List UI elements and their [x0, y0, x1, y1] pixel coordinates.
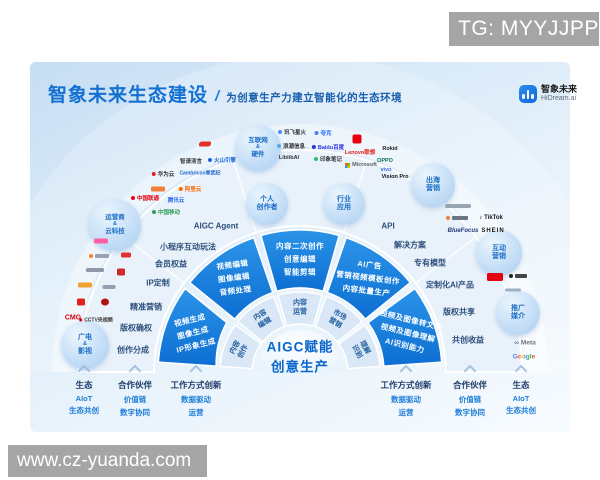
inner-label-operation: 内容运营: [293, 299, 307, 315]
logo-culture-mark-icon: [446, 216, 468, 220]
ring-label-api: API: [381, 221, 395, 231]
blue-wedges: [157, 229, 443, 367]
logo-cmg: CMG: [64, 314, 82, 322]
logo-vision-pro: Vision Pro: [381, 174, 409, 180]
ring-label-copyright-confirm: 版权确权: [120, 323, 152, 333]
logo-rokid: Rokid: [382, 146, 398, 152]
logo-inspur: 浪潮信息: [276, 142, 305, 150]
bubble-promotion-media: 推广媒介: [496, 291, 540, 335]
logo-orange-chip-icon: [151, 186, 165, 192]
bubble-interactive-marketing: 互动营销: [476, 230, 522, 276]
logo-gray-group-icon: [445, 204, 471, 208]
logo-bluefocus: BlueFocus: [447, 228, 479, 234]
logo-baidu: Baidu百度: [311, 143, 344, 151]
bubble-overseas-marketing: 出海营销: [411, 163, 455, 207]
logo-cctv: CCTV央视频: [79, 317, 113, 324]
logo-red-box-icon: [487, 273, 503, 281]
wedge-operation: [259, 229, 341, 293]
logo-dark-c-icon: [509, 274, 527, 278]
wedge-recognition: [366, 287, 443, 367]
logo-vivo: vivo: [380, 167, 392, 173]
logo-media-mark-icon: [89, 254, 109, 258]
wedge-generation: [157, 287, 228, 367]
logo-tiny-gray-icon: [505, 288, 521, 292]
ring-label-solutions: 解决方案: [394, 240, 426, 250]
bubble-personal-creator: 个人创作者: [246, 183, 288, 225]
ring-label-miniprogram: 小程序互动玩法: [160, 242, 216, 252]
logo-tiktok: ♪TikTok: [479, 215, 503, 221]
bottom-group-workstyle-left: 工作方式创新 数据驱动 运营: [170, 380, 222, 417]
brand-lockup: 智象未来 HiDream.ai: [519, 84, 578, 103]
inner-wedges: [219, 291, 381, 370]
logo-red-swoosh-icon: [199, 141, 211, 147]
ring-label-ip-custom: IP定制: [146, 278, 170, 288]
logo-china-unicom: 中国联通: [130, 194, 159, 202]
logo-gray-bar-icon: [86, 268, 104, 272]
page-subtitle: 为创意生产力建立智能化的生态环境: [226, 92, 403, 104]
ring-label-cocreation-revenue: 共创收益: [452, 335, 484, 345]
logo-red-chip-icon: [121, 252, 131, 258]
logo-shein: SHEIN: [481, 228, 505, 234]
logo-tencent-cloud: 腾讯云: [167, 198, 185, 204]
logo-iflytek: 讯飞星火: [277, 128, 306, 136]
logo-pink-chip-icon: [94, 238, 108, 244]
logo-volcengine: 火山引擎: [207, 156, 236, 164]
ecosystem-fan-diagram: [30, 62, 570, 373]
watermark-top-right: TG: MYYJJPP: [449, 12, 599, 46]
logo-google: Google: [512, 353, 536, 361]
logo-red-chip-icon: [77, 298, 85, 306]
logo-quark: 夸克: [314, 129, 332, 137]
hidream-logo-icon: [519, 85, 537, 103]
bottom-group-partners-right: 合作伙伴 价值链 数字协同: [452, 380, 488, 417]
logo-oppo: OPPO: [377, 158, 393, 164]
ring-label-membership: 会员权益: [155, 259, 187, 269]
bubble-internet-hardware: 互联网&硬件: [235, 125, 281, 171]
ring-label-proprietary-model: 专有模型: [414, 258, 446, 268]
logo-yellow-chip-icon: [78, 282, 92, 288]
logo-zhipu: 智谱清言: [179, 159, 203, 165]
watermark-bottom-left: www.cz-yuanda.com: [8, 445, 207, 477]
wedge-text-ad-marketing: AI广告营销视频模板创作内容批量生产: [335, 258, 401, 299]
logo-ali-cloud: 阿里云: [178, 185, 201, 193]
center-headline: AIGC赋能 创意生产: [266, 339, 334, 374]
logo-red-chip-icon: [117, 268, 125, 276]
page-title-row: 智象未来生态建设 / 为创意生产力建立智能化的生态环境: [48, 80, 402, 107]
outer-faint-band: [30, 62, 570, 372]
bottom-group-ecosystem-right: 生态 AIoT 生态共创: [506, 380, 536, 415]
bottom-group-ecosystem-left: 生态 AIoT 生态共创: [69, 380, 99, 415]
bottom-group-partners-left: 合作伙伴 价值链 数字协同: [117, 380, 153, 417]
ring-label-aigc-agent: AIGC Agent: [193, 221, 239, 231]
brand-name: 智象未来: [541, 84, 578, 95]
ring-label-revenue-share: 创作分成: [117, 345, 149, 355]
logo-huawei-cloud: 华为云: [151, 170, 174, 178]
wedge-marketing: [326, 236, 412, 321]
logo-meta: ∞Meta: [514, 339, 536, 347]
brand-domain: HiDream.ai: [541, 95, 577, 103]
ring-label-copyright-sharing: 版权共享: [443, 307, 475, 317]
logo-red-round-icon: [101, 298, 109, 306]
logo-red-square-icon: [352, 134, 362, 144]
ring-label-precision-marketing: 精准营销: [130, 302, 162, 312]
ring-label-custom-ai-product: 定制化AI产品: [426, 280, 474, 290]
logo-cambricon: Cambricon寒武纪: [179, 170, 221, 177]
logo-liblib: LiblibAI: [278, 155, 300, 161]
bottom-group-workstyle-right: 工作方式创新 数据驱动 运营: [380, 380, 432, 417]
wedge-text-secondary-creation: 内容二次创作创意编辑智能剪辑: [276, 241, 324, 277]
title-divider: /: [215, 88, 220, 105]
logo-china-mobile: 中国移动: [151, 208, 180, 216]
logo-microsoft: Microsoft: [345, 162, 377, 168]
page-title: 智象未来生态建设: [48, 85, 209, 106]
center-semicircle: [258, 330, 342, 372]
logo-yinxiang: 印象笔记: [313, 155, 342, 163]
bubble-broadcast-film: 广电&影视: [61, 321, 109, 369]
logo-lenovo: Lenovo联想: [344, 150, 376, 156]
bubble-industry-application: 行业应用: [323, 183, 365, 225]
wedge-editing: [188, 236, 274, 321]
logo-gray-bar-icon: [102, 285, 116, 289]
wedge-text-editing: 视频编辑图像编辑音频处理: [215, 258, 253, 298]
